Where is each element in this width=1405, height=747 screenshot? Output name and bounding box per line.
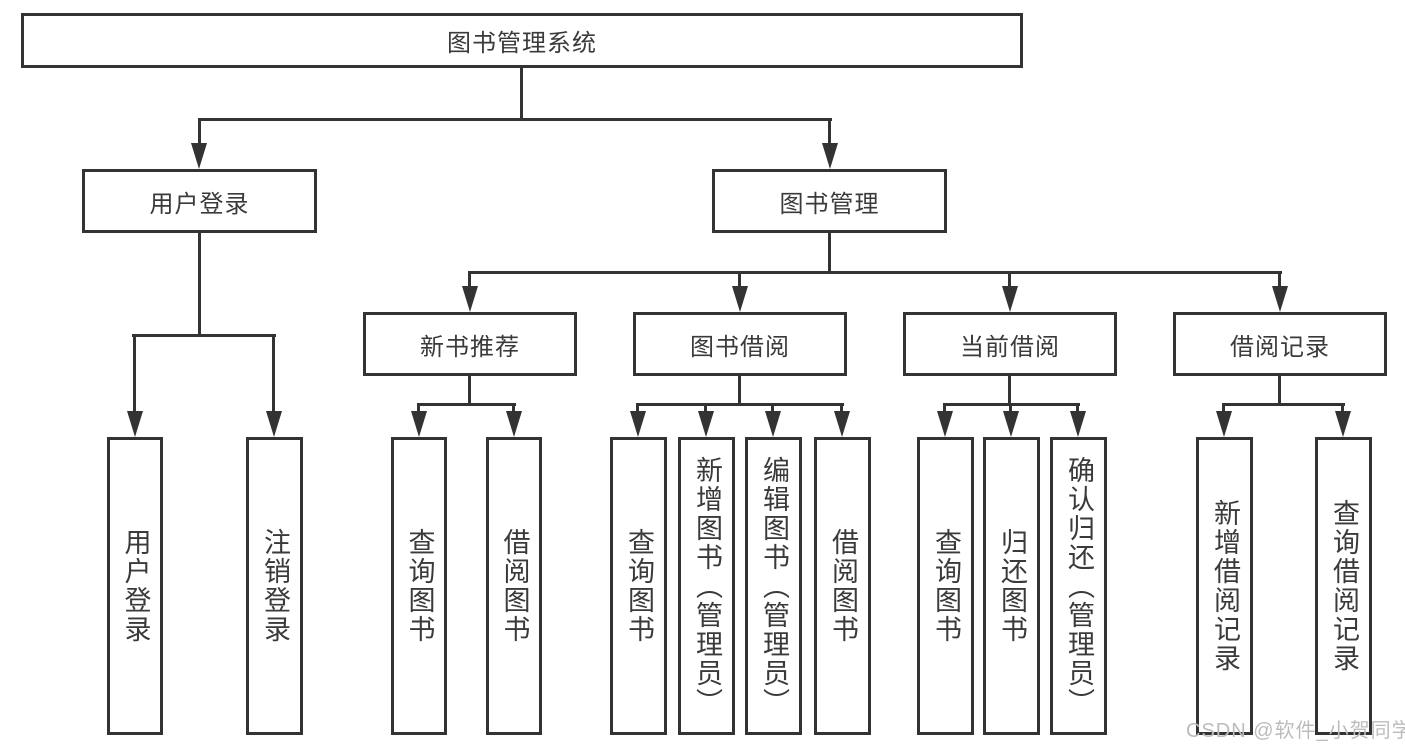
arrowhead-icon (1070, 411, 1086, 437)
connector-drop-new-book-recommend (468, 271, 471, 288)
connector-new-book-recommend-split (417, 403, 516, 406)
connector-book-management-split (468, 271, 1282, 274)
connector-drop-br-query (1341, 403, 1344, 413)
leaf-cb-query-books: 查询图书 (917, 437, 974, 735)
node-borrowing-records: 借阅记录 (1173, 312, 1387, 376)
connector-drop-leaf-user-login (133, 334, 136, 413)
connector-drop-cb-return (1009, 403, 1012, 413)
arrowhead-icon (765, 411, 781, 437)
connector-drop-borrowing-records (1278, 271, 1281, 288)
arrowhead-icon (127, 411, 143, 437)
connector-root-split (198, 118, 832, 121)
leaf-cb-return-books: 归还图书 (983, 437, 1040, 735)
arrowhead-icon (266, 411, 282, 437)
leaf-nbr-borrow-books: 借阅图书 (486, 437, 542, 735)
connector-drop-cb-query (943, 403, 946, 413)
leaf-logout-login: 注销登录 (246, 437, 303, 735)
arrowhead-icon (506, 411, 522, 437)
connector-drop-current-borrowing (1008, 271, 1011, 288)
leaf-bb-add-books-admin: 新增图书（管理员） (678, 437, 735, 735)
arrowhead-icon (1216, 411, 1232, 437)
node-library-management-system: 图书管理系统 (21, 13, 1023, 68)
node-book-management: 图书管理 (712, 169, 947, 233)
arrowhead-icon (937, 411, 953, 437)
leaf-br-query-record: 查询借阅记录 (1315, 437, 1372, 735)
node-user-login: 用户登录 (82, 169, 317, 233)
connector-drop-leaf-logout (272, 334, 275, 413)
connector-user-login-split (132, 334, 276, 337)
connector-new-book-recommend-stem (468, 374, 471, 405)
leaf-bb-borrow-books: 借阅图书 (814, 437, 871, 735)
connector-drop-nbr-query (417, 403, 420, 413)
arrowhead-icon (1335, 411, 1351, 437)
connector-drop-book-borrowing (738, 271, 741, 288)
csdn-watermark: CSDN @软件_小贺同学 (1186, 720, 1405, 742)
leaf-cb-confirm-return-admin: 确认归还（管理员） (1050, 437, 1107, 735)
arrowhead-icon (191, 143, 207, 169)
arrowhead-icon (732, 286, 748, 312)
arrowhead-icon (411, 411, 427, 437)
leaf-bb-query-books: 查询图书 (610, 437, 667, 735)
connector-borrowing-records-split (1222, 403, 1345, 406)
arrowhead-icon (834, 411, 850, 437)
node-book-borrowing: 图书借阅 (633, 312, 847, 376)
connector-drop-bb-borrow (840, 403, 843, 413)
connector-user-login-stem (198, 231, 201, 336)
arrowhead-icon (822, 143, 838, 169)
node-new-book-recommend: 新书推荐 (363, 312, 577, 376)
arrowhead-icon (462, 286, 478, 312)
connector-drop-user-login (198, 118, 201, 145)
leaf-bb-edit-books-admin: 编辑图书（管理员） (745, 437, 802, 735)
connector-drop-br-add (1222, 403, 1225, 413)
connector-drop-cb-confirm (1076, 403, 1079, 413)
leaf-user-login: 用户登录 (107, 437, 163, 735)
connector-root-stem (520, 66, 523, 119)
node-current-borrowing: 当前借阅 (903, 312, 1117, 376)
connector-drop-bb-query (636, 403, 639, 413)
connector-book-borrowing-stem (738, 374, 741, 405)
arrowhead-icon (1003, 411, 1019, 437)
arrowhead-icon (698, 411, 714, 437)
connector-current-borrowing-stem (1008, 374, 1011, 405)
connector-drop-bb-edit (771, 403, 774, 413)
leaf-br-add-record: 新增借阅记录 (1196, 437, 1253, 735)
arrowhead-icon (630, 411, 646, 437)
leaf-nbr-query-books: 查询图书 (391, 437, 447, 735)
connector-drop-book-management (828, 118, 831, 145)
connector-drop-nbr-borrow (512, 403, 515, 413)
connector-book-management-stem (828, 231, 831, 273)
connector-book-borrowing-split (636, 403, 844, 406)
arrowhead-icon (1002, 286, 1018, 312)
arrowhead-icon (1272, 286, 1288, 312)
connector-drop-bb-add (704, 403, 707, 413)
connector-borrowing-records-stem (1278, 374, 1281, 405)
